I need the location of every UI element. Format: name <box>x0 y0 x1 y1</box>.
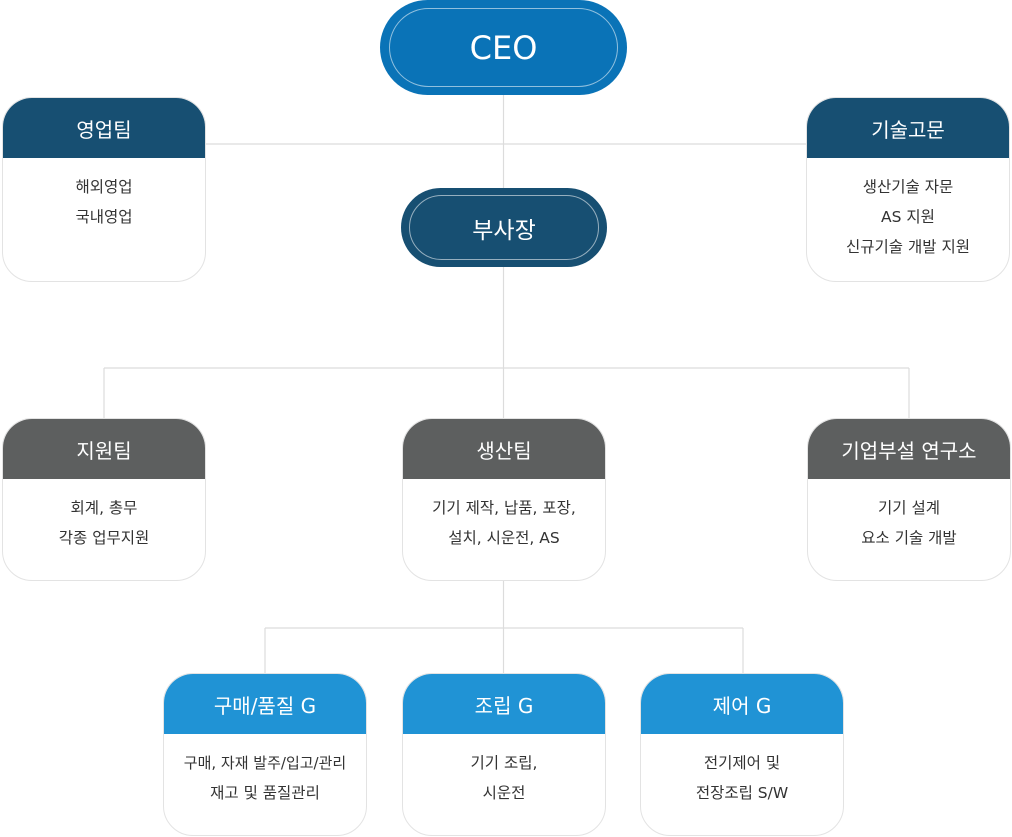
vice-president-inner-ring <box>409 195 599 260</box>
tech-advisor-card: 기술고문 생산기술 자문 AS 지원 신규기술 개발 지원 <box>806 97 1010 282</box>
duty-line: 기기 조립, <box>470 754 538 772</box>
purchasing-group-title: 구매/품질 G <box>164 674 366 734</box>
research-lab-title: 기업부설 연구소 <box>808 419 1010 479</box>
duty-line: 신규기술 개발 지원 <box>846 238 970 256</box>
duty-line: 재고 및 품질관리 <box>210 784 320 802</box>
sales-team-duties: 해외영업 국내영업 <box>3 158 205 232</box>
duty-line: 국내영업 <box>75 208 133 226</box>
duty-line: 설치, 시운전, AS <box>448 529 560 547</box>
duty-line: 기기 설계 <box>878 499 940 517</box>
assembly-group-card: 조립 G 기기 조립, 시운전 <box>402 673 606 836</box>
ceo-label: CEO <box>469 28 538 67</box>
purchasing-group-duties: 구매, 자재 발주/입고/관리 재고 및 품질관리 <box>164 734 366 808</box>
support-team-duties: 회계, 총무 각종 업무지원 <box>3 479 205 553</box>
duty-line: AS 지원 <box>881 208 935 226</box>
assembly-group-title: 조립 G <box>403 674 605 734</box>
duty-line: 구매, 자재 발주/입고/관리 <box>183 754 347 772</box>
vice-president-label: 부사장 <box>472 217 536 244</box>
duty-line: 시운전 <box>482 784 526 802</box>
sales-team-title: 영업팀 <box>3 98 205 158</box>
production-team-title: 생산팀 <box>403 419 605 479</box>
research-lab-duties: 기기 설계 요소 기술 개발 <box>808 479 1010 553</box>
sales-team-card: 영업팀 해외영업 국내영업 <box>2 97 206 282</box>
production-team-card: 생산팀 기기 제작, 납품, 포장, 설치, 시운전, AS <box>402 418 606 581</box>
duty-line: 각종 업무지원 <box>58 529 150 547</box>
tech-advisor-title: 기술고문 <box>807 98 1009 158</box>
tech-advisor-duties: 생산기술 자문 AS 지원 신규기술 개발 지원 <box>807 158 1009 262</box>
duty-line: 생산기술 자문 <box>862 178 954 196</box>
duty-line: 요소 기술 개발 <box>861 529 957 547</box>
support-team-card: 지원팀 회계, 총무 각종 업무지원 <box>2 418 206 581</box>
vice-president-node: 부사장 <box>401 188 607 267</box>
control-group-card: 제어 G 전기제어 및 전장조립 S/W <box>640 673 844 836</box>
duty-line: 회계, 총무 <box>70 499 138 517</box>
purchasing-group-card: 구매/품질 G 구매, 자재 발주/입고/관리 재고 및 품질관리 <box>163 673 367 836</box>
control-group-title: 제어 G <box>641 674 843 734</box>
control-group-duties: 전기제어 및 전장조립 S/W <box>641 734 843 808</box>
duty-line: 해외영업 <box>75 178 133 196</box>
ceo-inner-ring <box>389 8 618 87</box>
research-lab-card: 기업부설 연구소 기기 설계 요소 기술 개발 <box>807 418 1011 581</box>
duty-line: 전기제어 및 <box>703 754 781 772</box>
production-team-duties: 기기 제작, 납품, 포장, 설치, 시운전, AS <box>403 479 605 553</box>
duty-line: 전장조립 S/W <box>695 784 789 802</box>
assembly-group-duties: 기기 조립, 시운전 <box>403 734 605 808</box>
support-team-title: 지원팀 <box>3 419 205 479</box>
duty-line: 기기 제작, 납품, 포장, <box>432 499 576 517</box>
ceo-node: CEO <box>380 0 627 95</box>
